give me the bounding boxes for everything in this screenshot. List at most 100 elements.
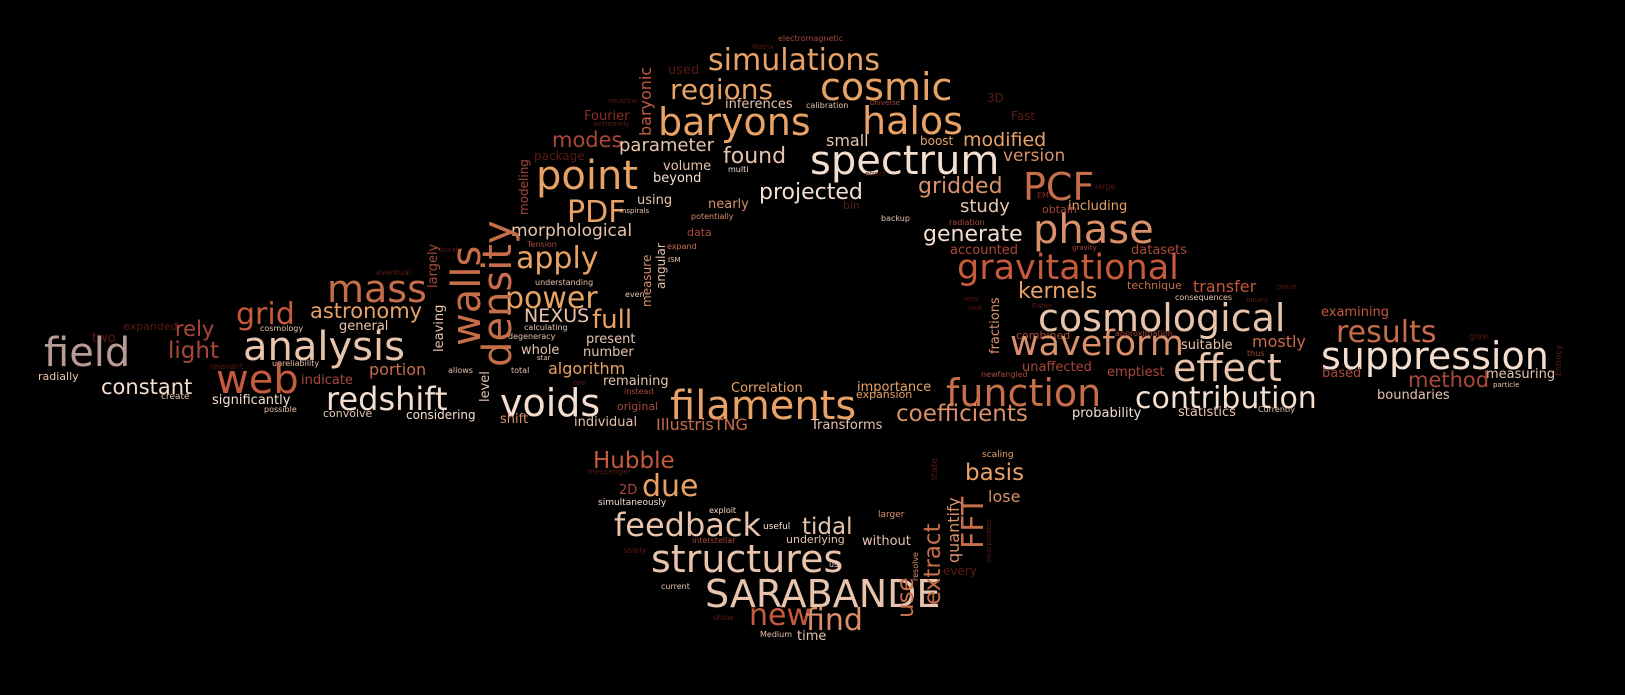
word-lose: lose [988, 487, 1021, 506]
word-medium: Medium [760, 630, 792, 639]
word-possible: possible [264, 405, 297, 414]
word-statistics: statistics [1178, 405, 1236, 420]
word-original: original [617, 400, 659, 413]
word-extract: extract [920, 523, 946, 605]
word-contribution: contribution [1135, 381, 1317, 416]
word-emptiest: emptiest [1107, 365, 1165, 380]
word-tidal: tidal [802, 514, 853, 540]
word-accounted: accounted [950, 243, 1019, 258]
word-present: present [586, 332, 636, 347]
word-largely: largely [426, 243, 441, 288]
word-significantly: significantly [212, 393, 291, 408]
word-angular: angular [654, 243, 668, 289]
word-expanded: expanded [123, 320, 178, 333]
word-coefficients: coefficients [896, 401, 1028, 427]
word-correlation: Correlation [731, 381, 803, 396]
word-gridded: gridded [918, 174, 1003, 199]
word-us: us [829, 560, 839, 569]
word-gravitational: gravitational [957, 248, 1179, 288]
word-importance: importance [857, 380, 932, 395]
word-instead: instead [624, 387, 654, 396]
word-messenger: messenger [587, 467, 632, 476]
word-indicate: indicate [301, 373, 353, 388]
word-without: without [862, 534, 911, 549]
word-basis: basis [965, 460, 1025, 486]
word-redshift: redshift [326, 380, 448, 418]
word-feedback: feedback [614, 506, 761, 544]
word-parameter: parameter [619, 135, 715, 156]
word-illustristng: IllustrisTNG [656, 415, 748, 434]
word-current: current [661, 582, 690, 591]
word-cosmic: cosmic [820, 65, 953, 109]
word-understanding: understanding [535, 278, 594, 287]
word-regions: regions [670, 73, 774, 106]
word-entropy: Entropy [1554, 344, 1563, 376]
word-level: level [478, 371, 493, 402]
word-structures: structures [651, 537, 844, 581]
word-radiation: radiation [949, 218, 985, 227]
word-algorithm: algorithm [548, 359, 626, 378]
word-astronomy: astronomy [310, 299, 423, 323]
word-combined: combined [1016, 329, 1071, 342]
word-expand: expand [667, 242, 697, 251]
word-hubble: Hubble [593, 448, 675, 474]
word-matrix: Matrix [752, 43, 775, 51]
word-universe: universe [870, 99, 901, 107]
word-method: method [1408, 368, 1490, 392]
word-measure: measure [640, 254, 654, 307]
word-technique: technique [1127, 279, 1182, 292]
word-solely: solely [623, 546, 647, 555]
word-tension: Tension [527, 240, 557, 249]
word-obtain: obtain [1042, 203, 1077, 216]
word-quantify: quantify [944, 497, 963, 563]
word-density: density [475, 220, 521, 367]
word-multi: multi [728, 165, 749, 174]
word-datasets: datasets [1131, 243, 1187, 258]
word-useful: useful [763, 522, 791, 532]
word-spectrum: spectrum [810, 138, 1000, 184]
word-generate: generate [923, 222, 1023, 247]
word-including: including [1068, 199, 1128, 214]
word-based: based [1322, 366, 1362, 381]
word-newfangled: newfangled [981, 370, 1028, 379]
word-scaling: scaling [982, 450, 1014, 460]
word-electromagnetic: electromagnetic [778, 34, 844, 43]
word-suitable: suitable [1181, 338, 1233, 353]
word-version: version [1003, 146, 1066, 166]
word-boost: boost [920, 134, 954, 148]
word-potentially: potentially [691, 212, 734, 221]
word-examining: examining [1321, 305, 1390, 320]
word-morphological: morphological [511, 221, 633, 241]
word-star: star [537, 354, 551, 362]
word-measuring: measuring [1486, 367, 1556, 382]
word-fast: Fast [1011, 109, 1036, 123]
word-allows: allows [448, 366, 473, 375]
word-transfer: transfer [1193, 277, 1257, 296]
word-apply: apply [516, 241, 599, 276]
word-web: web [216, 357, 299, 403]
word-simulations: simulations [708, 43, 881, 78]
word-individual: individual [574, 415, 638, 430]
word-due: due [642, 469, 699, 504]
word-used: used [668, 63, 700, 78]
word-whole: whole [521, 343, 560, 358]
word-resolve: resolve [911, 552, 920, 581]
word-one: one [573, 379, 587, 387]
word-modeling: modeling [517, 159, 531, 215]
word-inspirals: inspirals [620, 207, 650, 215]
word-fisher: Fisher [1032, 302, 1053, 310]
word-using: using [637, 193, 673, 208]
word-data: data [687, 226, 712, 239]
word-errors: errors [865, 170, 886, 178]
word-mostly: mostly [1252, 332, 1306, 351]
word-full: full [592, 305, 633, 335]
word-mass: mass [327, 267, 427, 311]
word-suppression: suppression [1321, 334, 1549, 378]
word-bin: bin [843, 199, 861, 212]
word-give: give [1469, 332, 1489, 342]
word-time: time [797, 629, 827, 644]
word-break: break [440, 246, 460, 254]
word-small: small [826, 131, 869, 150]
word-show: show [713, 613, 734, 622]
word-convolve: convolve [323, 407, 373, 420]
